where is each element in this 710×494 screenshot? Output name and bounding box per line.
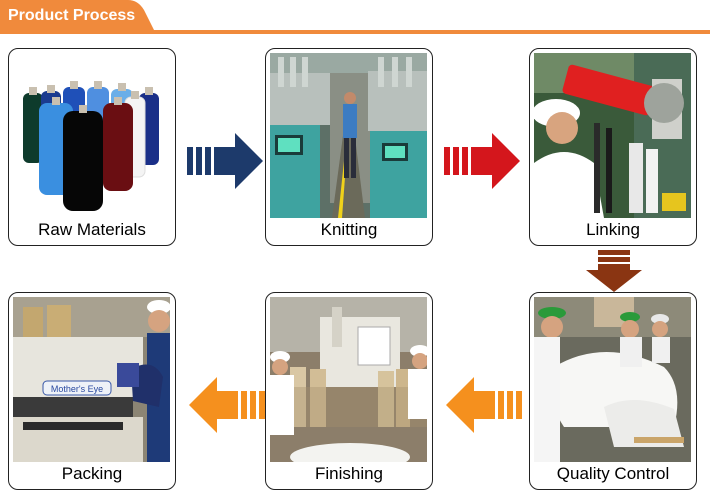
quality-control-photo	[534, 297, 691, 462]
step-card-finishing: Finishing	[265, 292, 433, 490]
step-label: Raw Materials	[38, 220, 146, 239]
arrow-right-navy-icon	[187, 133, 265, 189]
linking-photo	[534, 53, 691, 218]
step-card-raw-materials: Raw Materials	[8, 48, 176, 246]
knitting-photo	[270, 53, 427, 218]
arrow-left-orange-icon	[187, 377, 265, 433]
arrow-right-red-icon	[444, 133, 522, 189]
finishing-photo	[270, 297, 427, 462]
step-card-knitting: Knitting	[265, 48, 433, 246]
packing-photo: Mother's Eye	[13, 297, 170, 462]
arrow-left-orange-icon	[444, 377, 522, 433]
step-label: Linking	[586, 220, 640, 239]
step-card-linking: Linking	[529, 48, 697, 246]
step-label: Quality Control	[556, 464, 670, 483]
machine-sign: Mother's Eye	[51, 384, 103, 394]
header-tab	[0, 0, 160, 34]
page-title: Product Process	[8, 7, 136, 24]
step-label: Finishing	[314, 464, 384, 483]
step-label: Knitting	[320, 220, 378, 239]
header-rule	[0, 30, 710, 34]
arrow-down-brown-icon	[586, 250, 642, 292]
step-card-packing: Mother's Eye Packing	[8, 292, 176, 490]
raw-materials-photo	[13, 53, 170, 218]
step-card-quality-control: Quality Control	[529, 292, 697, 490]
step-label: Packing	[61, 464, 123, 483]
